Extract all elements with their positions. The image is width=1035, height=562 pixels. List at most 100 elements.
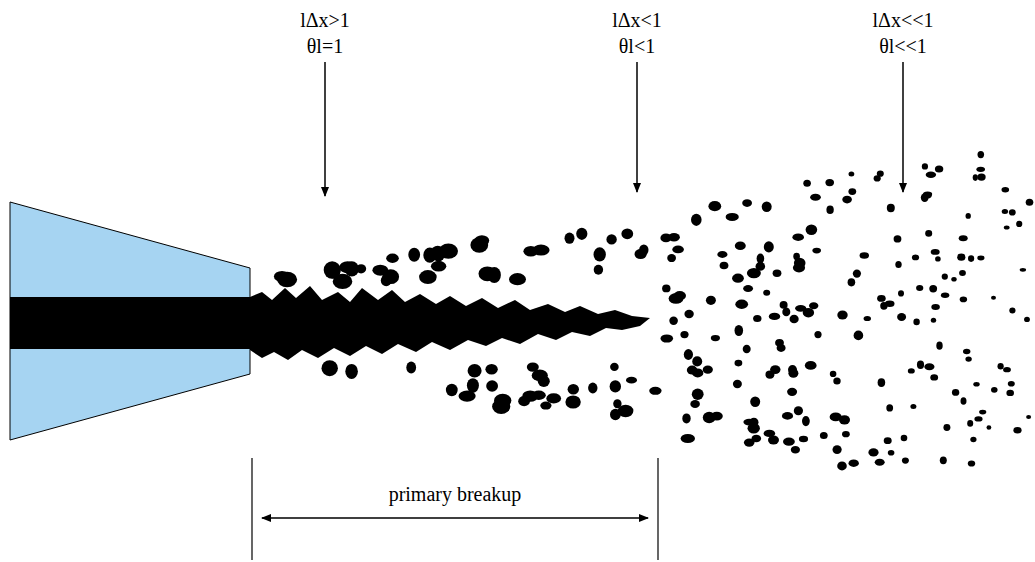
droplet [1002,209,1008,214]
liquid-core [10,297,252,349]
droplet [733,380,742,388]
droplet [692,356,702,366]
droplet [802,416,810,426]
droplet [924,193,931,199]
droplet [970,437,976,443]
regime-label: lΔx<1 [612,10,662,30]
droplet [735,325,744,336]
droplet [1008,381,1015,387]
droplet [748,423,760,434]
droplet [546,393,561,403]
droplet [509,273,526,285]
droplet [735,360,743,367]
droplet [669,293,684,304]
droplet [966,213,971,219]
droplet [837,311,847,320]
droplet [618,405,634,417]
droplet [565,233,575,244]
droplet [783,438,795,446]
leader-arrow [636,62,638,192]
droplet [419,270,437,284]
ragged-jet [250,286,650,360]
droplet [830,371,837,377]
droplet [963,349,970,355]
droplet [756,262,766,271]
droplet [345,364,358,379]
droplet [770,365,780,374]
droplet [924,363,934,370]
droplet [976,167,985,172]
droplet [661,334,674,342]
droplet [877,295,886,302]
droplet [769,313,780,320]
droplet [635,249,647,259]
droplet [322,360,338,376]
droplet [1009,209,1016,215]
dimension-label: primary breakup [385,484,526,504]
droplet [978,151,985,158]
droplet [839,415,850,424]
droplet [795,305,806,312]
droplet [475,235,490,246]
droplet [750,397,760,407]
droplet [682,413,690,423]
droplet [940,456,947,464]
droplet [1004,226,1010,230]
droplet [842,431,850,437]
droplet [917,361,924,369]
droplet [672,246,684,254]
droplet [991,387,998,393]
droplet [977,174,985,181]
droplet [806,225,818,235]
bracket-tick [657,458,658,560]
droplet [1026,415,1031,419]
droplet [877,171,884,177]
droplet [1024,317,1030,322]
droplet [681,434,695,443]
droplet [1006,390,1014,396]
droplet [941,293,949,298]
droplet [925,230,932,237]
droplet [922,163,928,169]
droplet [833,445,842,454]
droplet [743,345,751,354]
regime-label: θl=1 [307,36,343,56]
droplet [485,364,497,374]
droplet [662,285,670,293]
droplet [854,331,864,341]
droplet [1020,268,1026,272]
droplet [692,368,703,377]
droplet [897,313,906,321]
droplet [810,194,821,201]
droplet [446,384,458,396]
droplet [908,368,915,373]
droplet [735,300,748,309]
droplet [935,165,943,172]
droplets [274,151,1033,471]
droplet [820,432,828,439]
droplet [568,384,579,394]
droplet [711,335,720,341]
droplet [842,196,852,204]
droplet [708,201,721,211]
droplet [381,275,392,286]
droplet [494,394,511,408]
droplet [532,370,548,382]
droplet [706,296,716,305]
droplet [814,331,821,338]
droplet [782,412,793,420]
droplet [849,172,855,177]
droplet [594,265,603,275]
droplet [885,301,895,307]
droplet [610,363,619,371]
droplet [523,246,538,257]
droplet [594,247,606,261]
droplet [926,172,936,178]
droplet [812,248,821,254]
droplet [833,377,840,384]
dimension-arrow [262,517,648,518]
droplet [606,234,616,244]
droplet [998,363,1004,370]
droplet [952,389,959,396]
